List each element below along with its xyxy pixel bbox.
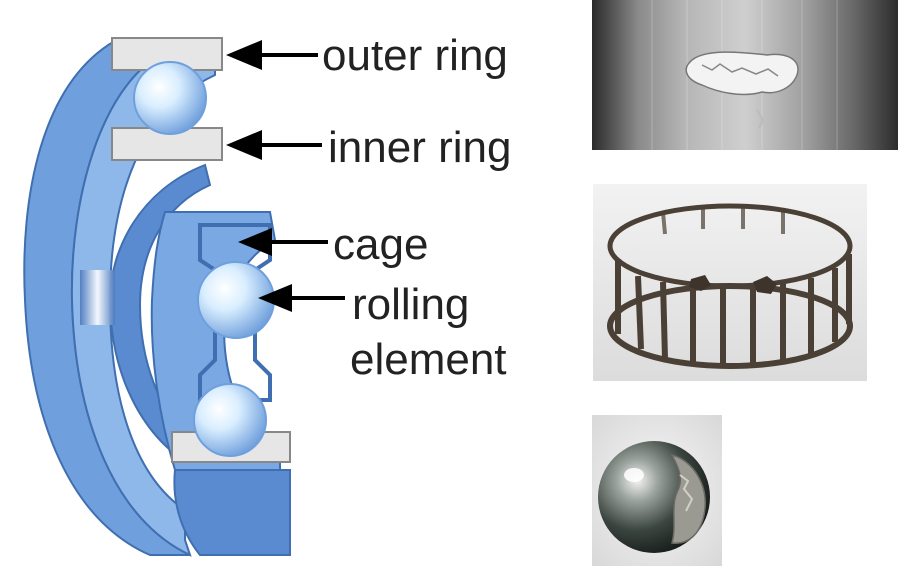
damaged-ball-graphic [592,415,722,566]
raceway-spall-graphic [592,0,898,150]
outer-ring-body [23,36,216,557]
ball-top [133,61,207,135]
label-element: element [350,335,507,384]
label-outer-ring: outer ring [322,31,508,80]
cage-arrow [238,228,328,256]
label-inner-ring: inner ring [328,123,512,172]
label-rolling: rolling [352,280,470,329]
ball-middle [197,261,275,339]
broken-cage-photo [593,184,867,381]
raceway-spall-photo [592,0,898,150]
broken-cage-graphic [593,184,867,381]
damaged-ball-photo [592,415,722,566]
label-cage: cage [333,220,429,269]
inner-ring-arrow [226,130,322,160]
outer-ring-arrow [226,40,318,70]
rolling-element-arrow [258,284,345,312]
ball-bottom [193,383,267,457]
